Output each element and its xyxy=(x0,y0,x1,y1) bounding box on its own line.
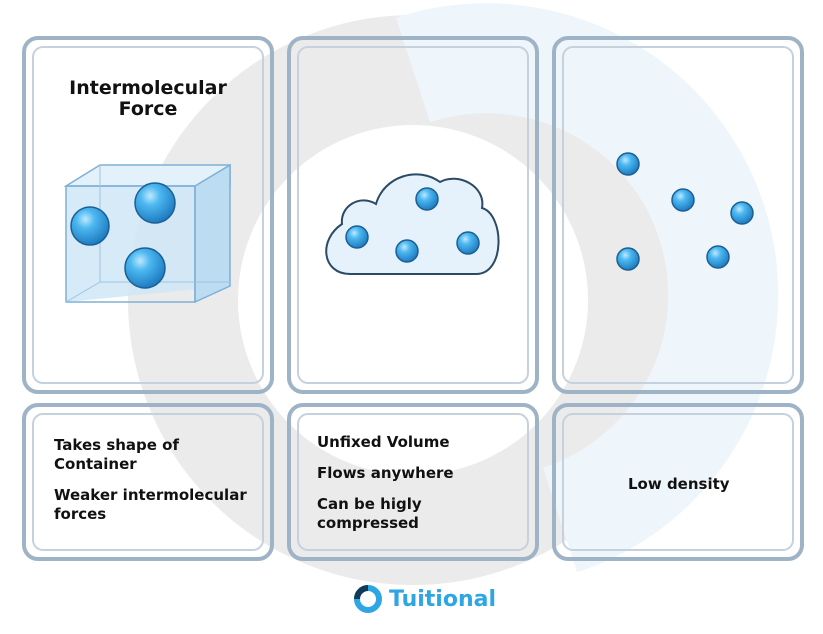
liquid-facts-panel xyxy=(287,403,539,561)
fact-text: Takes shape of Container xyxy=(54,436,180,473)
brand-name: Tuitional xyxy=(389,586,497,612)
fact-text: Unfixed Volume xyxy=(317,433,450,451)
fact-text: Low density xyxy=(628,475,730,493)
tuitional-logo-icon xyxy=(354,585,382,613)
solid-panel xyxy=(22,36,274,394)
brand-logo: Tuitional xyxy=(353,584,496,614)
fact-text: Can be higly compressed xyxy=(317,495,422,532)
fact-text: Flows anywhere xyxy=(317,464,454,482)
solid-facts-panel xyxy=(22,403,274,561)
panel-title: Intermolecular Force xyxy=(69,77,227,120)
gas-panel xyxy=(552,36,804,394)
fact-text: Weaker intermolecular forces xyxy=(54,486,247,523)
liquid-panel xyxy=(287,36,539,394)
gas-facts-panel xyxy=(552,403,804,561)
